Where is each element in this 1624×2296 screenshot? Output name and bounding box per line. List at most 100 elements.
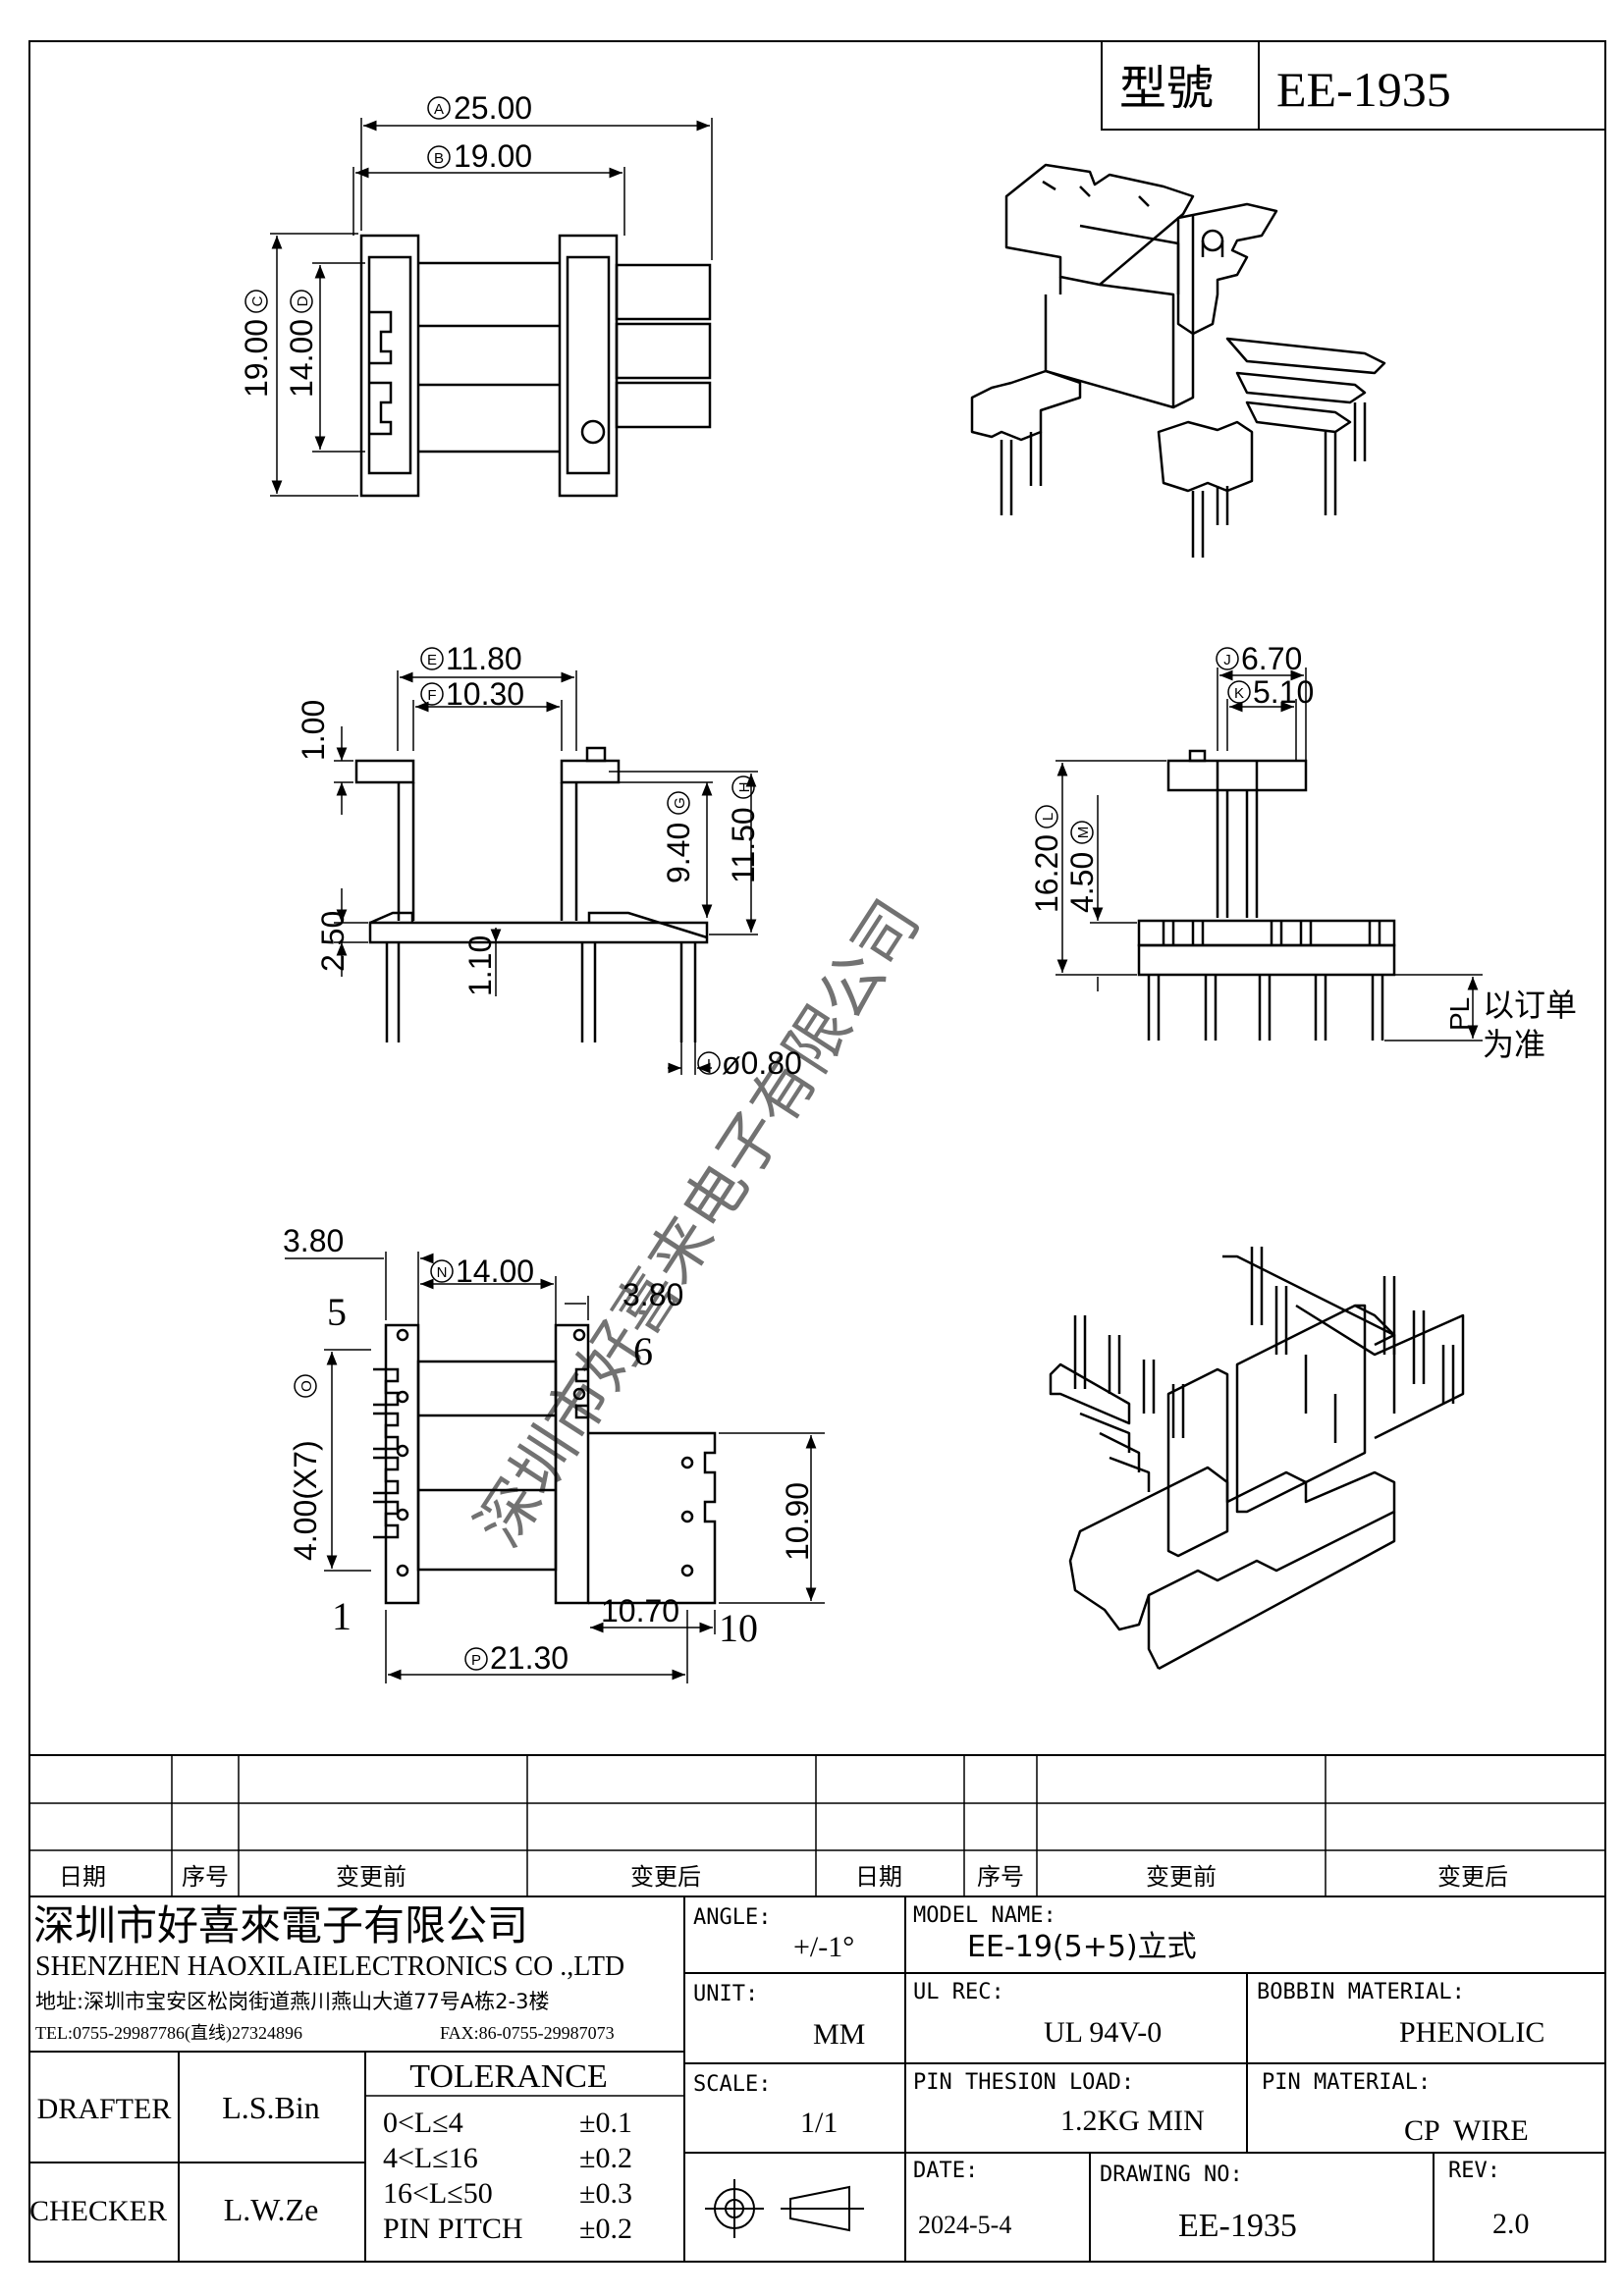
top-view [270, 118, 713, 498]
rev-header-date-1: 日期 [59, 1863, 106, 1891]
bottom-view-labels: 3.80 N 14.00 3.80 4.00(X7) O 10.90 10.70… [283, 1223, 815, 1676]
dim-f: 10.30 [446, 676, 524, 712]
tag-m: M [1075, 827, 1092, 839]
tag-h: H [736, 782, 753, 793]
company-tel: TEL:0755-29987786(直线)27324896 [35, 2023, 302, 2044]
rev-header-before-1: 变更前 [336, 1863, 406, 1891]
dim-front-1: 1.00 [296, 700, 331, 761]
ul-rec-label: UL REC: [913, 1980, 1004, 2004]
side-view [1056, 667, 1483, 1041]
pin-material-value: CP WIRE [1404, 2114, 1529, 2147]
dim-d: 14.00 [284, 319, 319, 398]
date-label: DATE: [913, 2159, 978, 2183]
angle-value: +/-1° [793, 1931, 854, 1963]
dim-o: 4.00(X7) [288, 1440, 323, 1561]
dim-front-2: 2.50 [315, 911, 351, 972]
dim-p: 21.30 [490, 1640, 568, 1676]
company-name-en: SHENZHEN HAOXILAIELECTRONICS CO .,LTD [35, 1951, 624, 1982]
tag-d: D [295, 295, 311, 306]
company-fax: FAX:86-0755-29987073 [440, 2023, 615, 2043]
tag-p: P [471, 1652, 481, 1669]
model-name-label: MODEL NAME: [913, 1903, 1056, 1928]
dim-bottom-3: 10.90 [780, 1482, 815, 1561]
tolerance-range-1: 0<L≤4 [383, 2107, 463, 2139]
rev-header-seq-1: 序号 [182, 1863, 229, 1891]
dim-c: 19.00 [239, 319, 274, 398]
iso-view-top [970, 163, 1386, 558]
tag-b: B [434, 150, 444, 167]
pin-load-label: PIN THESION LOAD: [913, 2070, 1134, 2095]
tag-e: E [427, 652, 437, 668]
tolerance-value-3: ±0.3 [579, 2177, 632, 2210]
tolerance-range-2: 4<L≤16 [383, 2142, 478, 2174]
rev-value: 2.0 [1492, 2208, 1530, 2240]
scale-label: SCALE: [693, 2072, 771, 2097]
rev-header-after-1: 变更后 [630, 1863, 701, 1891]
rev-header-seq-2: 序号 [977, 1863, 1024, 1891]
ul-rec-value: UL 94V-0 [1044, 2016, 1162, 2049]
note-line-2: 为准 [1483, 1026, 1545, 1063]
dim-bottom-4: 10.70 [601, 1593, 679, 1629]
header-label: 型號 [1119, 61, 1214, 116]
dim-n: 14.00 [456, 1254, 534, 1289]
front-view [334, 670, 758, 1075]
dim-pl: PL [1444, 997, 1475, 1031]
side-view-labels: J 6.70 K 5.10 16.20 L 4.50 M PL 以订单 为准 [1029, 641, 1577, 1063]
rev-header-before-2: 变更前 [1146, 1863, 1217, 1891]
scale-value: 1/1 [800, 2107, 838, 2139]
header-block: 型號 EE-1935 [1101, 40, 1606, 131]
tolerance-value-1: ±0.1 [579, 2107, 632, 2139]
pin-label-1: 1 [332, 1594, 352, 1638]
drafter-value: L.S.Bin [222, 2090, 320, 2125]
tag-f: F [427, 687, 436, 704]
tag-c: C [249, 295, 266, 306]
checker-label: CHECKER [29, 2195, 167, 2227]
tag-a: A [434, 101, 444, 118]
dim-e: 11.80 [446, 641, 522, 676]
dim-bottom-2: 3.80 [623, 1277, 683, 1312]
bobbin-material-value: PHENOLIC [1399, 2016, 1544, 2049]
dim-l: 16.20 [1029, 834, 1064, 913]
date-value: 2024-5-4 [918, 2211, 1011, 2239]
pin-material-label: PIN MATERIAL: [1262, 2070, 1431, 2095]
projection-symbol [705, 2179, 864, 2238]
title-block: 深圳市好喜來電子有限公司 SHENZHEN HAOXILAIELECTRONIC… [28, 1896, 1606, 2263]
revision-table: 日期 序号 变更前 变更后 日期 序号 变更前 变更后 [28, 1754, 1606, 1897]
dim-k: 5.10 [1253, 674, 1314, 710]
dim-j: 6.70 [1241, 641, 1302, 676]
tolerance-range-4: PIN PITCH [383, 2213, 523, 2245]
tag-j: J [1223, 652, 1231, 668]
iso-view-bottom [1049, 1247, 1465, 1671]
rev-label: REV: [1448, 2159, 1500, 2183]
tag-o: O [298, 1380, 315, 1392]
tolerance-value-4: ±0.2 [579, 2213, 632, 2245]
tolerance-range-3: 16<L≤50 [383, 2177, 493, 2210]
tolerance-title: TOLERANCE [409, 2058, 607, 2095]
front-view-labels: E 11.80 F 10.30 1.00 2.50 1.10 9.40 G 11… [296, 641, 802, 1081]
bobbin-material-label: BOBBIN MATERIAL: [1257, 1980, 1465, 2004]
tag-g: G [672, 797, 688, 809]
dim-g: 9.40 [661, 823, 696, 883]
bottom-view [285, 1252, 825, 1683]
dim-a: 25.00 [454, 90, 532, 126]
note-line-1: 以订单 [1483, 987, 1577, 1024]
pin-label-6: 6 [633, 1329, 653, 1373]
pin-label-5: 5 [327, 1290, 347, 1334]
watermark: 深圳市好喜来电子有限公司 [462, 887, 934, 1559]
rev-header-after-2: 变更后 [1437, 1863, 1508, 1891]
unit-label: UNIT: [693, 1982, 758, 2006]
dim-m: 4.50 [1064, 852, 1100, 913]
pin-load-value: 1.2KG MIN [1060, 2105, 1205, 2137]
checker-value: L.W.Ze [224, 2192, 319, 2227]
dim-i: ø0.80 [722, 1045, 802, 1081]
dim-bottom-1: 3.80 [283, 1223, 344, 1258]
dim-h: 11.50 [726, 807, 761, 883]
rev-header-date-2: 日期 [855, 1863, 902, 1891]
company-name-cn: 深圳市好喜來電子有限公司 [33, 1901, 528, 1949]
dim-b: 19.00 [454, 138, 532, 174]
tag-k: K [1234, 685, 1244, 702]
model-name-value: EE-19(5+5)立式 [967, 1930, 1197, 1964]
drafter-label: DRAFTER [37, 2093, 172, 2125]
tag-n: N [437, 1264, 448, 1281]
